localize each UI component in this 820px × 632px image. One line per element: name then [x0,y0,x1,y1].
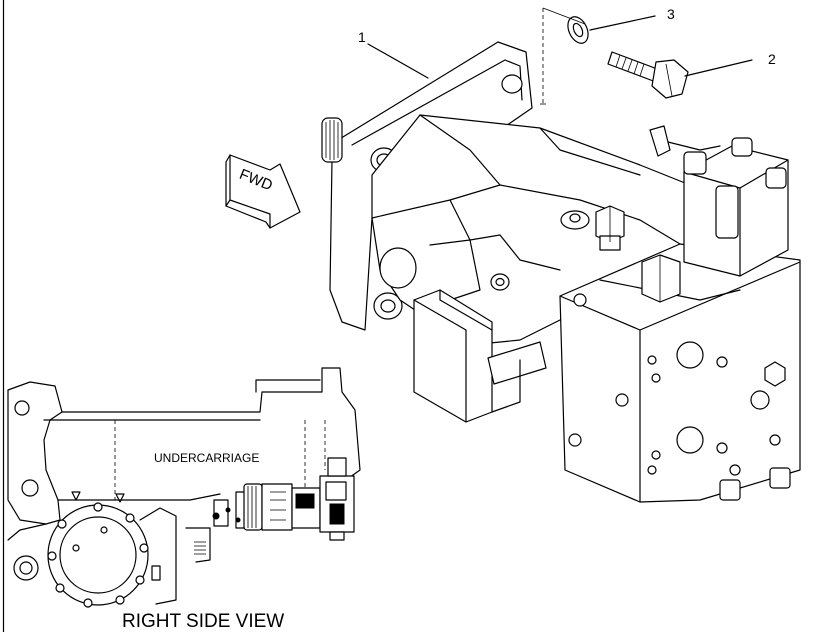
output-shaft-spline [321,117,343,163]
housing-port-left [379,247,417,289]
right-side-view-caption: RIGHT SIDE VIEW [122,611,284,632]
frame-bracket [7,381,63,525]
motor-assembly [321,41,801,503]
forward-direction-arrow: FWD [225,154,301,229]
flange-bolt-head-lower [373,292,403,320]
valve-port-2 [676,426,704,454]
bolt-shank [607,51,661,83]
housing-boss [560,210,590,230]
washer [567,16,589,44]
flange-bolt-hole [501,74,523,94]
leader-line-1 [367,43,429,79]
bolt-and-washer [540,7,689,105]
valve-port-1 [676,341,704,369]
solenoid-connector [487,341,547,385]
leader-line-2 [684,59,753,77]
undercarriage-label: UNDERCARRIAGE [154,451,259,465]
callout-2-label: 2 [768,51,776,67]
mounting-flange [329,41,533,331]
bolt-head [651,59,689,99]
valve-top-plug [641,254,681,303]
callout-3-label: 3 [667,6,675,22]
sensor-cylinder [715,185,739,239]
callout-1-label: 1 [358,29,366,45]
leader-line-3 [589,15,656,31]
right-side-view-inset: UNDERCARRIAGE RIGHT SIDE VIEW [7,367,361,632]
valve-hex-plug [764,361,786,387]
inset-motor [212,457,355,541]
sensor-pin [649,125,671,157]
